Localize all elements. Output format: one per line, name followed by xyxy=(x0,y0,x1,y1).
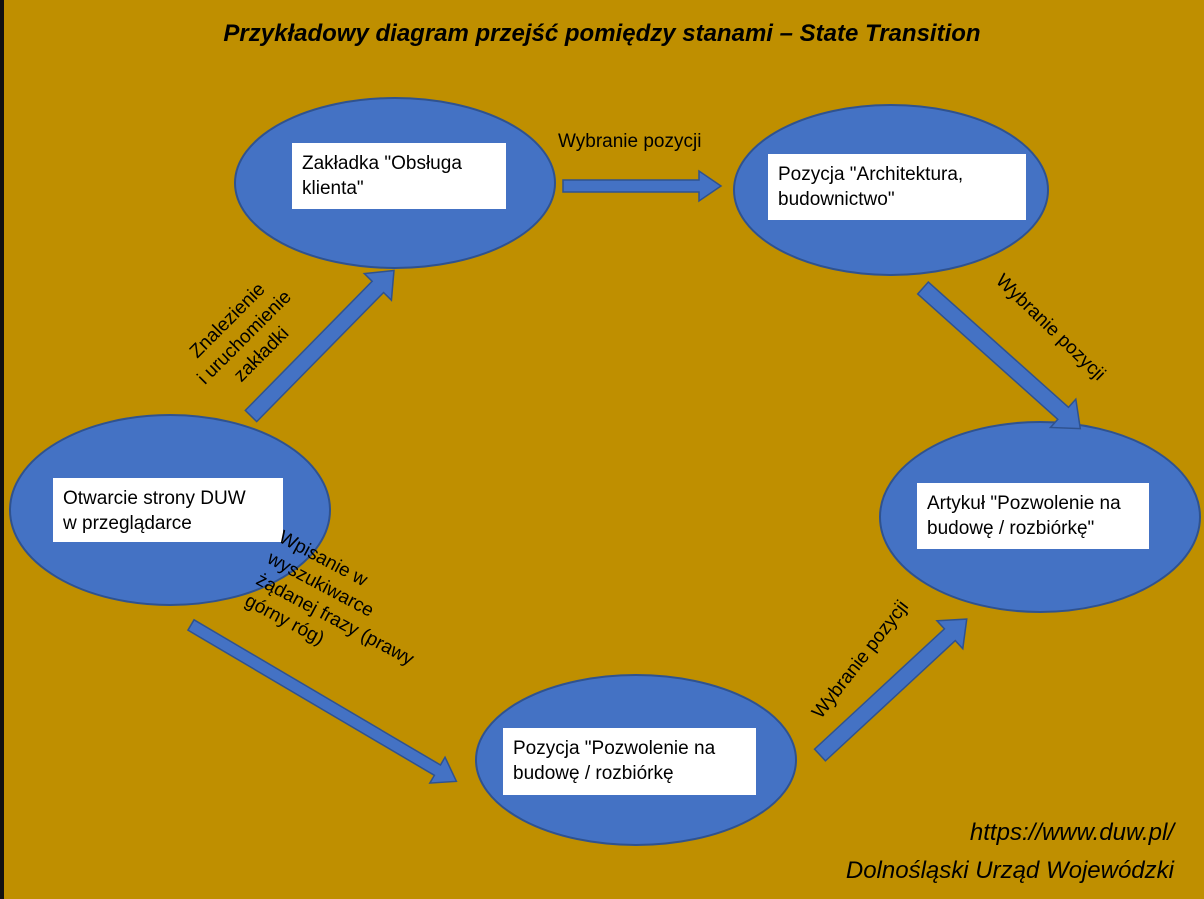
arrow-permit-to-article xyxy=(813,618,968,762)
transition-tab-to-architecture-label: Wybranie pozycji xyxy=(558,131,702,152)
source-organization: Dolnośląski Urząd Wojewódzki xyxy=(845,857,1174,884)
arrow-tab-to-architecture xyxy=(562,169,723,203)
source-credit: https://www.duw.pl/ Dolnośląski Urząd Wo… xyxy=(846,814,1174,890)
state-start-label: Otwarcie strony DUW w przeglądarce xyxy=(53,478,283,542)
left-edge-strip xyxy=(0,0,4,899)
arrow-start-to-permit xyxy=(186,618,458,784)
diagram-title: Przykładowy diagram przejść pomiędzy sta… xyxy=(223,20,981,47)
state-tab-label: Zakładka "Obsługa klienta" xyxy=(292,143,506,209)
source-url: https://www.duw.pl/ xyxy=(969,819,1174,846)
state-article-label: Artykuł "Pozwolenie na budowę / rozbiórk… xyxy=(917,483,1149,549)
arrow-architecture-to-article xyxy=(916,280,1082,430)
state-architecture-label: Pozycja "Architektura, budownictwo" xyxy=(768,154,1026,220)
arrow-start-to-tab xyxy=(244,269,395,423)
state-permit-label: Pozycja "Pozwolenie na budowę / rozbiórk… xyxy=(503,728,756,795)
